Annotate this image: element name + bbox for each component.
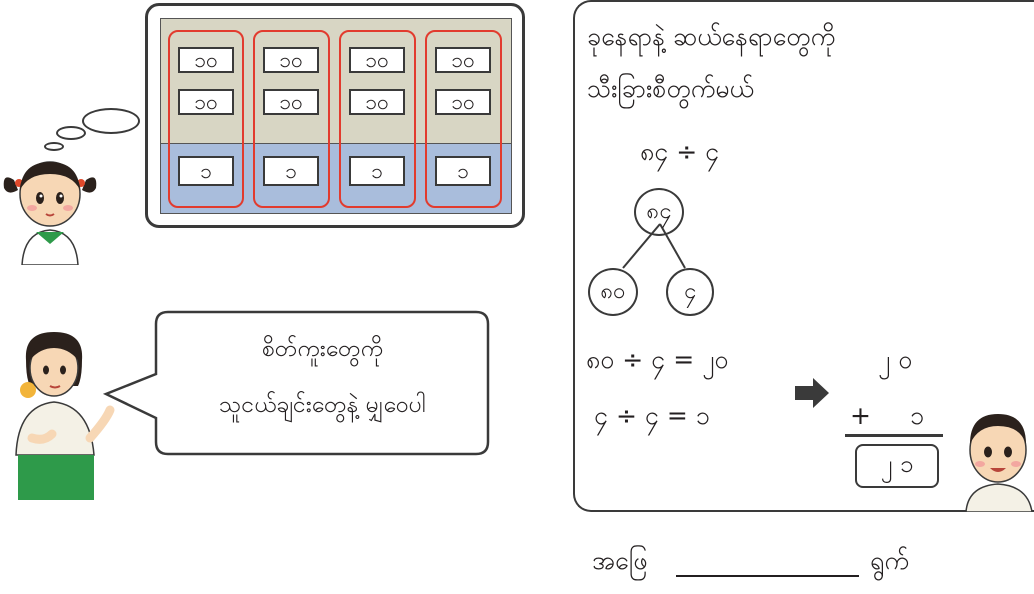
answer-label: အဖြေ (592, 548, 648, 573)
sum-second-addend: ၁ (910, 403, 924, 428)
answer-blank[interactable] (676, 575, 859, 577)
tens-card: ၁၀ (178, 89, 234, 115)
sum-result-box: ၂ ၁ (855, 444, 939, 488)
ones-card: ၁ (435, 156, 491, 186)
division-problem: ၈၄ ÷ ၄ (640, 139, 719, 164)
equation-ones: ၄ ÷ ၄ = ၁ (594, 403, 710, 428)
answer-unit: ရွက် (870, 548, 909, 573)
speech-line-2: သူငယ်ချင်းတွေနဲ့ မျှဝေပါ (160, 390, 485, 424)
plus-sign: + (850, 403, 871, 428)
intro-line-1: ခုနေရာနဲ့ ဆယ်နေရာတွေကို (587, 24, 835, 49)
tens-card: ၁၀ (263, 89, 319, 115)
thought-bubble-large (82, 108, 140, 134)
ones-card: ၁ (263, 156, 319, 186)
ones-card: ၁ (349, 156, 405, 186)
tens-card: ၁၀ (263, 47, 319, 73)
equation-tens: ၈၀ ÷ ၄ = ၂၀ (586, 347, 728, 372)
speech-line-1: စိတ်ကူးတွေကို (160, 334, 485, 368)
tens-card: ၁၀ (349, 47, 405, 73)
tree-left-node: ၈၀ (588, 268, 638, 316)
speech-bubble (100, 306, 495, 456)
sum-line (845, 434, 943, 437)
ones-card: ၁ (178, 156, 234, 186)
tens-card: ၁၀ (435, 47, 491, 73)
tens-card: ၁၀ (178, 47, 234, 73)
tree-right-node: ၄ (666, 268, 714, 316)
boy-illustration (958, 404, 1034, 512)
tens-card: ၁၀ (435, 89, 491, 115)
sum-first-addend: ၂ ၀ (878, 347, 912, 372)
intro-line-2: သီးခြားစီတွက်မယ် (587, 76, 754, 101)
tree-root-node: ၈၄ (634, 188, 684, 236)
thought-bubble-medium (56, 126, 86, 140)
right-arrow-icon (793, 376, 831, 410)
girl-thinking-illustration (0, 150, 100, 265)
tens-card: ၁၀ (349, 89, 405, 115)
